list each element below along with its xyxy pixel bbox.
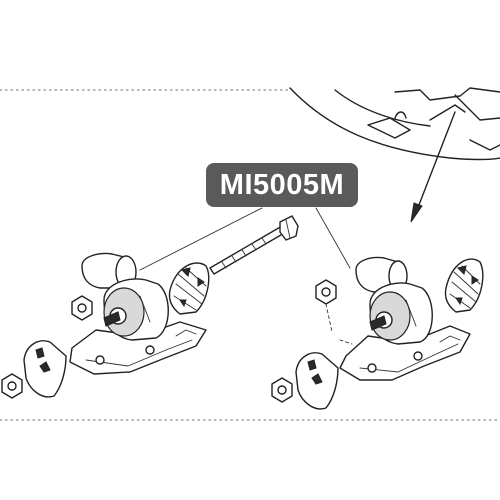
frame-dotted-lines bbox=[0, 89, 500, 421]
mount-bolt bbox=[209, 215, 299, 275]
part-number-label: MI5005M bbox=[206, 163, 358, 207]
leader-lines bbox=[139, 207, 351, 271]
right-mount-assembly bbox=[271, 256, 484, 410]
chassis-outline bbox=[289, 87, 500, 161]
location-arrow bbox=[410, 111, 456, 223]
left-mount-assembly bbox=[1, 252, 210, 399]
